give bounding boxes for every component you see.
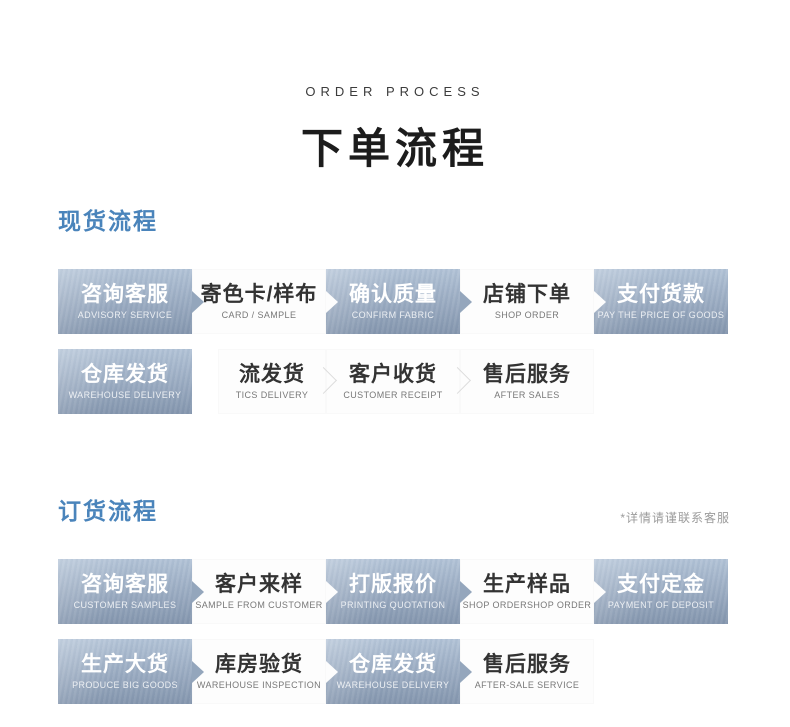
step-label-zh: 客户来样	[215, 572, 303, 596]
step-label-en: ADVISORY SERVICE	[77, 310, 173, 321]
flow-step: 客户来样 SAMPLE FROM CUSTOMER	[192, 559, 338, 624]
flow-step: 寄色卡/样布 CARD / SAMPLE	[192, 269, 338, 334]
step-label-zh: 打版报价	[349, 572, 437, 596]
flow-row: 仓库发货 WAREHOUSE DELIVERY 流发货 TICS DELIVER…	[58, 349, 730, 414]
flow-step: 咨询客服 ADVISORY SERVICE	[58, 269, 204, 334]
step-label-en: CARD / SAMPLE	[221, 310, 297, 321]
flow-row: 生产大货 PRODUCE BIG GOODS 库房验货 WAREHOUSE IN…	[58, 639, 730, 704]
step-label-en: PRODUCE BIG GOODS	[72, 680, 178, 691]
page-title: 下单流程	[300, 125, 489, 172]
eyebrow-label: ORDER PROCESS	[305, 84, 485, 99]
step-label-zh: 生产大货	[81, 652, 169, 676]
step-label-zh: 生产样品	[483, 572, 571, 596]
flow-step: 生产样品 SHOP ORDERSHOP ORDER	[460, 559, 606, 624]
step-label-en: CUSTOMER RECEIPT	[343, 390, 443, 401]
flow-step: 支付定金 PAYMENT OF DEPOSIT	[594, 559, 728, 624]
flow-row: 咨询客服 CUSTOMER SAMPLES 客户来样 SAMPLE FROM C…	[58, 559, 730, 624]
step-label-en: SAMPLE FROM CUSTOMER	[195, 600, 323, 611]
flow-step: 咨询客服 CUSTOMER SAMPLES	[58, 559, 204, 624]
step-label-zh: 寄色卡/样布	[200, 282, 318, 306]
process-section: 现货流程 咨询客服 ADVISORY SERVICE 寄色卡/样布 CARD /…	[58, 202, 730, 414]
step-label-zh: 客户收货	[349, 362, 437, 386]
flow-step: 店铺下单 SHOP ORDER	[460, 269, 606, 334]
step-label-en: PAY THE PRICE OF GOODS	[597, 310, 725, 321]
step-label-en: CONFIRM FABRIC	[351, 310, 435, 321]
step-label-zh: 店铺下单	[483, 282, 571, 306]
section-note: *详情请谨联系客服	[620, 511, 730, 525]
step-label-en: SHOP ORDERSHOP ORDER	[462, 600, 592, 611]
flow-step: 仓库发货 WAREHOUSE DELIVERY	[326, 639, 472, 704]
section-rows: 咨询客服 CUSTOMER SAMPLES 客户来样 SAMPLE FROM C…	[58, 559, 730, 704]
flow-step: 打版报价 PRINTING QUOTATION	[326, 559, 472, 624]
section-title: 现货流程	[58, 208, 158, 234]
step-label-zh: 售后服务	[483, 652, 571, 676]
step-label-en: WAREHOUSE DELIVERY	[336, 680, 450, 691]
step-label-en: AFTER SALES	[494, 390, 560, 401]
step-label-en: PRINTING QUOTATION	[340, 600, 446, 611]
step-label-zh: 售后服务	[483, 362, 571, 386]
step-label-en: WAREHOUSE INSPECTION	[196, 680, 322, 691]
flow-step: 流发货 TICS DELIVERY	[218, 349, 326, 414]
order-process-page: ORDER PROCESS 下单流程 现货流程 咨询客服 ADVISORY SE…	[0, 0, 790, 704]
flow-step: 售后服务 AFTER-SALE SERVICE	[460, 639, 594, 704]
step-label-zh: 仓库发货	[81, 362, 169, 386]
step-label-en: CUSTOMER SAMPLES	[73, 600, 177, 611]
step-label-zh: 咨询客服	[81, 282, 169, 306]
section-head: 订货流程 *详情请谨联系客服	[58, 492, 730, 526]
section-rows: 咨询客服 ADVISORY SERVICE 寄色卡/样布 CARD / SAMP…	[58, 269, 730, 414]
step-label-zh: 仓库发货	[349, 652, 437, 676]
flow-step: 支付货款 PAY THE PRICE OF GOODS	[594, 269, 728, 334]
section-title: 订货流程	[58, 498, 158, 524]
step-label-zh: 咨询客服	[81, 572, 169, 596]
step-label-zh: 支付定金	[617, 572, 705, 596]
step-label-en: SHOP ORDER	[494, 310, 560, 321]
step-label-zh: 确认质量	[349, 282, 437, 306]
sections-container: 现货流程 咨询客服 ADVISORY SERVICE 寄色卡/样布 CARD /…	[58, 202, 730, 704]
flow-step: 客户收货 CUSTOMER RECEIPT	[326, 349, 460, 414]
flow-step: 确认质量 CONFIRM FABRIC	[326, 269, 472, 334]
step-label-en: AFTER-SALE SERVICE	[474, 680, 580, 691]
flow-step: 售后服务 AFTER SALES	[460, 349, 594, 414]
flow-step: 仓库发货 WAREHOUSE DELIVERY	[58, 349, 192, 414]
step-label-zh: 支付货款	[617, 282, 705, 306]
section-head: 现货流程	[58, 202, 730, 236]
flow-step: 生产大货 PRODUCE BIG GOODS	[58, 639, 204, 704]
step-label-zh: 流发货	[239, 362, 305, 386]
flow-row: 咨询客服 ADVISORY SERVICE 寄色卡/样布 CARD / SAMP…	[58, 269, 730, 334]
process-section: 订货流程 *详情请谨联系客服 咨询客服 CUSTOMER SAMPLES 客户来…	[58, 492, 730, 704]
step-label-en: WAREHOUSE DELIVERY	[68, 390, 182, 401]
step-label-en: TICS DELIVERY	[235, 390, 309, 401]
flow-step: 库房验货 WAREHOUSE INSPECTION	[192, 639, 338, 704]
step-label-zh: 库房验货	[215, 652, 303, 676]
step-label-en: PAYMENT OF DEPOSIT	[607, 600, 715, 611]
